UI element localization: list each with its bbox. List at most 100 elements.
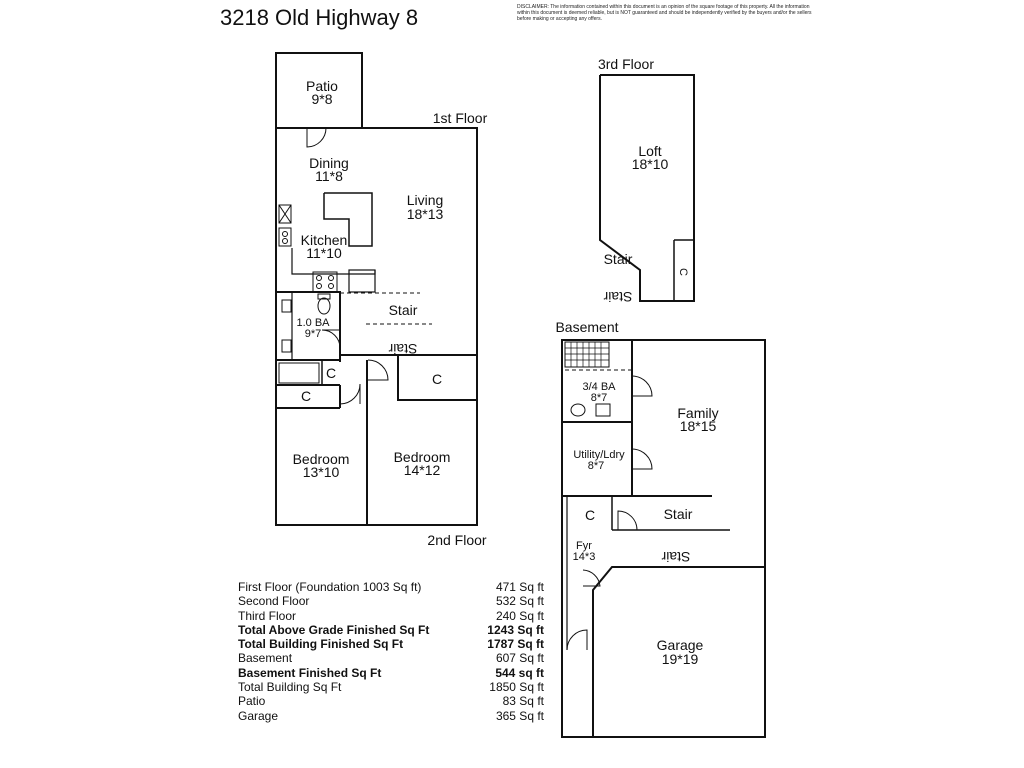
- area-row-value: 240 Sq ft: [495, 608, 544, 623]
- shower-icon: [564, 341, 610, 368]
- range-icon: [312, 271, 338, 293]
- stair-main-label: Stair: [389, 302, 418, 318]
- garage-door-icon: [582, 569, 601, 587]
- sink-icon: [281, 299, 292, 313]
- bath-door-icon: [321, 329, 341, 349]
- hall-door-icon-2: [367, 359, 389, 381]
- stove-icon: [278, 227, 292, 247]
- room-garage-name: Garage: [657, 637, 704, 653]
- garage-outline: [592, 566, 765, 737]
- area-table-row: Total Above Grade Finished Sq Ft 1243 Sq …: [238, 623, 544, 637]
- room-loft-name: Loft: [638, 143, 661, 159]
- room-bath1-size: 9*7: [305, 328, 322, 340]
- area-row-value: 1787 Sq ft: [487, 637, 544, 652]
- room-bedroom1-name: Bedroom: [293, 451, 350, 467]
- area-summary-table: First Floor (Foundation 1003 Sq ft) 471 S…: [238, 580, 544, 723]
- closet-bedroom-label: C: [432, 371, 442, 387]
- area-row-value: 607 Sq ft: [495, 651, 544, 666]
- area-row-label: Patio: [238, 694, 266, 709]
- room-garage-size: 19*19: [662, 651, 699, 667]
- room-bedroom2-size: 14*12: [404, 462, 441, 478]
- area-row-value: 1243 Sq ft: [487, 622, 544, 637]
- basement-sink-icon: [595, 403, 611, 417]
- area-row-value: 365 Sq ft: [495, 708, 544, 723]
- room-loft-size: 18*10: [632, 156, 669, 172]
- disclaimer-text: DISCLAIMER: The information contained wi…: [517, 4, 812, 22]
- area-table-row: Basement Finished Sq Ft 544 sq ft: [238, 666, 544, 680]
- closet-bsmt-label: C: [585, 507, 595, 523]
- area-table-row: Total Building Finished Sq Ft 1787 Sq ft: [238, 637, 544, 651]
- room-bsmt-bath-name: 3/4 BA: [582, 381, 616, 393]
- area-table-row: Third Floor 240 Sq ft: [238, 609, 544, 623]
- area-table-row: Second Floor 532 Sq ft: [238, 594, 544, 608]
- bsmt-bath-door-icon: [631, 375, 653, 397]
- area-row-label: Basement Finished Sq Ft: [238, 665, 382, 680]
- utility-door-icon: [631, 448, 653, 470]
- room-living-name: Living: [407, 192, 444, 208]
- area-row-value: 532 Sq ft: [495, 594, 544, 609]
- room-bedroom1-size: 13*10: [303, 464, 340, 480]
- stair-loft-label: Stair: [604, 251, 633, 267]
- room-patio-name: Patio: [306, 78, 338, 94]
- room-bsmt-bath-size: 8*7: [591, 392, 608, 404]
- dining-door-icon: [306, 127, 327, 148]
- floor-label-second: 2nd Floor: [427, 532, 486, 548]
- room-bedroom2-name: Bedroom: [394, 449, 451, 465]
- closet-bedroom-outline: [397, 354, 478, 401]
- area-table-row: Garage 365 Sq ft: [238, 709, 544, 723]
- area-row-label: First Floor (Foundation 1003 Sq ft): [238, 580, 422, 594]
- area-row-label: Garage: [238, 708, 279, 723]
- sink-icon-2: [281, 339, 292, 353]
- fridge-icon: [278, 204, 292, 224]
- area-row-value: 83 Sq ft: [502, 694, 544, 709]
- toilet-icon: [317, 297, 331, 315]
- entry-door-icon: [566, 629, 588, 651]
- loft-outline: [599, 74, 695, 302]
- floor-label-first: 1st Floor: [433, 110, 488, 126]
- area-row-label: Total Building Sq Ft: [238, 680, 342, 695]
- area-row-value: 544 sq ft: [495, 665, 544, 680]
- floor-label-third: 3rd Floor: [598, 56, 654, 72]
- closet-bath-label: C: [326, 365, 336, 381]
- stair-bsmt-label-flipped: Stair: [661, 549, 690, 565]
- room-family-size: 18*15: [680, 418, 717, 434]
- closet-door-icon: [617, 510, 638, 531]
- bath-wall: [276, 291, 341, 362]
- basement-outline: [561, 339, 766, 738]
- room-kitchen-name: Kitchen: [301, 232, 348, 248]
- closet-loft-label: C: [677, 268, 689, 276]
- area-row-label: Total Building Finished Sq Ft: [238, 637, 404, 652]
- stair-bsmt-label: Stair: [664, 506, 693, 522]
- floor-label-basement: Basement: [555, 319, 618, 335]
- area-row-label: Second Floor: [238, 594, 310, 609]
- room-dining-name: Dining: [309, 155, 349, 171]
- room-bath1-name: 1.0 BA: [296, 317, 330, 329]
- kitchen-counter: [348, 269, 376, 293]
- room-foyer-name: Fyr: [576, 540, 592, 552]
- area-table-row: Total Building Sq Ft 1850 Sq ft: [238, 680, 544, 694]
- room-utility-name: Utility/Ldry: [573, 449, 625, 461]
- stair-main-label-flipped: Stair: [388, 341, 417, 357]
- room-dining-size: 11*8: [315, 168, 343, 184]
- area-table-row: First Floor (Foundation 1003 Sq ft) 471 S…: [238, 580, 544, 594]
- room-living-size: 18*13: [407, 206, 444, 222]
- area-row-value: 1850 Sq ft: [489, 680, 544, 695]
- stair-loft-label-flipped: Stair: [603, 289, 632, 305]
- hall-door-icon: [339, 383, 361, 405]
- closet-hall-label: C: [301, 388, 311, 404]
- area-row-value: 471 Sq ft: [495, 580, 544, 594]
- room-family-name: Family: [677, 405, 718, 421]
- room-kitchen-size: 11*10: [306, 245, 342, 261]
- area-table-row: Basement 607 Sq ft: [238, 651, 544, 665]
- room-foyer-size: 14*3: [573, 551, 596, 563]
- area-table-row: Patio 83 Sq ft: [238, 694, 544, 708]
- basement-toilet-icon: [570, 403, 586, 417]
- main-floor-outline: [275, 127, 478, 526]
- area-row-label: Basement: [238, 651, 293, 666]
- page-title: 3218 Old Highway 8: [220, 5, 419, 30]
- area-row-label: Third Floor: [238, 608, 297, 623]
- room-patio-size: 9*8: [311, 91, 332, 107]
- room-utility-size: 8*7: [588, 460, 605, 472]
- area-row-label: Total Above Grade Finished Sq Ft: [238, 622, 430, 637]
